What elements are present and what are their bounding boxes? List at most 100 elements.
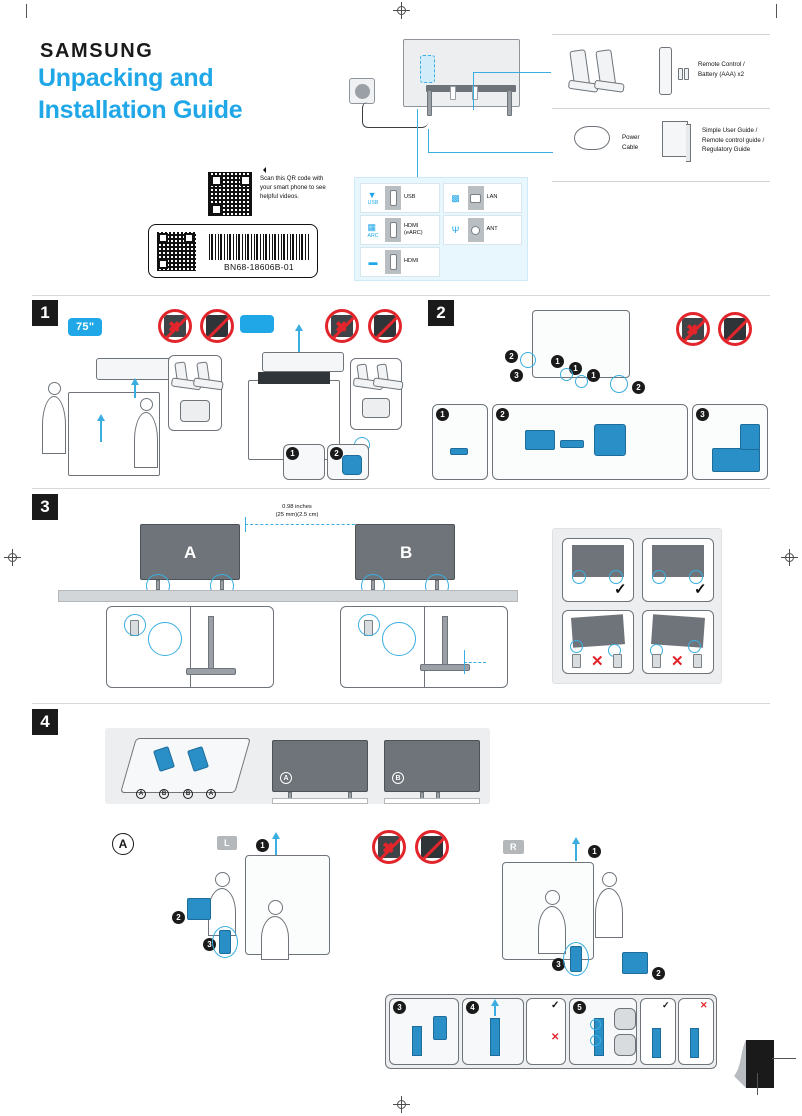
page-title: Unpacking and Installation Guide (38, 62, 243, 126)
qr-code-icon (157, 232, 196, 271)
port-cluster-highlight (420, 55, 435, 83)
person-body (42, 396, 66, 454)
callout-line (417, 109, 418, 184)
dimension-line-2: (25 mm)(2.5 cm) (275, 512, 319, 519)
lift-arrow-stem (275, 838, 277, 856)
page-peel-icon (734, 1040, 774, 1088)
lift-arrow-head (131, 378, 139, 385)
accessories-divider (552, 108, 770, 109)
bottom-bubble-3: 3 (393, 1001, 406, 1014)
title-line-2: Installation Guide (38, 96, 243, 124)
callout-bubble-2: 2 (330, 447, 343, 460)
detail-highlight-circle (563, 942, 589, 976)
assembly-bubble-3-right: 3 (552, 958, 565, 971)
accessory-bag-icon (180, 400, 210, 422)
detail-highlight-circle (520, 352, 536, 368)
stand-neck (442, 616, 448, 666)
qr-note-text: Scan this QR code with your smart phone … (260, 175, 326, 201)
ports-left-column: ▼USB USB ▦ARC HDMI (eARC) ▬ HDMI (360, 183, 440, 277)
soundbar-arc-icon: ▦ARC (367, 221, 379, 239)
check-mark: ✓ (614, 581, 627, 598)
foot-highlight-circle (689, 570, 703, 584)
callout-line (473, 72, 474, 110)
stand-foot-icon (572, 654, 581, 668)
tv-leg (427, 90, 432, 116)
tv-base-line (272, 798, 368, 804)
foam-block-blue (622, 952, 648, 974)
qr-code-icon (208, 172, 252, 216)
callout-bubble-3: 3 (510, 369, 523, 382)
warning-art (421, 836, 443, 858)
person-body (538, 906, 566, 954)
tv-slot (450, 86, 456, 100)
lift-arrow-stem (575, 843, 577, 861)
callout-bubble-1: 1 (436, 408, 449, 421)
device-icon: ▬ (368, 257, 378, 267)
accessory-label-power: Power Cable (622, 134, 640, 151)
cross-mark: ✕ (551, 1032, 560, 1043)
stand-foot-blue (652, 1028, 661, 1058)
assembly-bubble-2-right: 2 (652, 967, 665, 980)
tv-position-b (355, 524, 455, 580)
port-row-lan: ▩ LAN (442, 183, 522, 213)
screen-size-tag-blank (240, 315, 274, 333)
model-label-card: BN68-18606B-01 (148, 224, 318, 278)
lift-arrow-head (572, 837, 580, 844)
usb-cable-icon: ▼USB (367, 190, 379, 206)
registration-mark-right (781, 549, 798, 566)
no-sharp-object-icon (718, 312, 752, 346)
registration-mark-top (393, 2, 410, 19)
bottom-step-5-zoom-a (614, 1008, 636, 1030)
packaging-template-sheet (120, 738, 251, 793)
tv-variant-label-a: A (280, 772, 292, 784)
template-marker-a1: A (136, 789, 146, 799)
barcode-icon (209, 234, 309, 260)
samsung-wordmark: SAMSUNG (40, 40, 154, 62)
lift-arrow-stem (298, 330, 300, 352)
assembly-bubble-2-left: 2 (172, 911, 185, 924)
tv-base-line (384, 798, 480, 804)
dimension-line-1: 0.98 inches (282, 504, 312, 510)
remote-control-icon (659, 47, 672, 95)
person-head (268, 900, 283, 915)
detail-highlight-circle (575, 375, 588, 388)
height-tick (464, 650, 466, 674)
stand-foot-blue (690, 1028, 699, 1058)
callout-line (428, 152, 553, 153)
tv-rear-body (403, 39, 520, 116)
bottom-bubble-4: 4 (466, 1001, 479, 1014)
lan-cable-icon: ▩ (451, 192, 460, 203)
callout-bubble-1: 1 (286, 447, 299, 460)
cross-mark: ✕ (700, 1000, 708, 1010)
stand-foot-icon (693, 654, 702, 668)
section-divider (32, 703, 770, 704)
no-lay-flat-icon (368, 309, 402, 343)
title-line-1: Unpacking and (38, 64, 214, 92)
accessories-panel: Remote Control / Battery (AAA) x2 Power … (552, 34, 770, 182)
port-row-ant: Ψ ANT (442, 215, 522, 245)
table-surface (58, 590, 518, 602)
height-dimension-line (464, 662, 486, 663)
person-head (140, 398, 153, 411)
model-code: BN68-18606B-01 (224, 262, 294, 272)
tv-stand-legs-icon (595, 49, 617, 91)
port-row-hdmi: ▬ HDMI (360, 247, 440, 277)
foot-highlight-circle (570, 640, 583, 653)
insert-arrow-head (491, 999, 499, 1006)
port-name-hdmi: HDMI (404, 258, 419, 265)
insert-arrow-stem (494, 1004, 496, 1016)
detail-highlight-circle (124, 614, 146, 636)
tv-variant-label-b: B (392, 772, 404, 784)
protective-film-blue (740, 424, 760, 450)
callout-bubble-2: 2 (496, 408, 509, 421)
stand-base (420, 664, 470, 671)
battery-icon (684, 68, 689, 80)
cross-mark: ✕ (591, 653, 604, 670)
no-drop-icon: ✖ (158, 309, 192, 343)
assembly-letter-a: A (112, 833, 134, 855)
lift-arrow-stem (100, 420, 102, 442)
section-divider (32, 488, 770, 489)
tv-rear-panel-icon (345, 34, 553, 184)
template-marker-b1: B (159, 789, 169, 799)
